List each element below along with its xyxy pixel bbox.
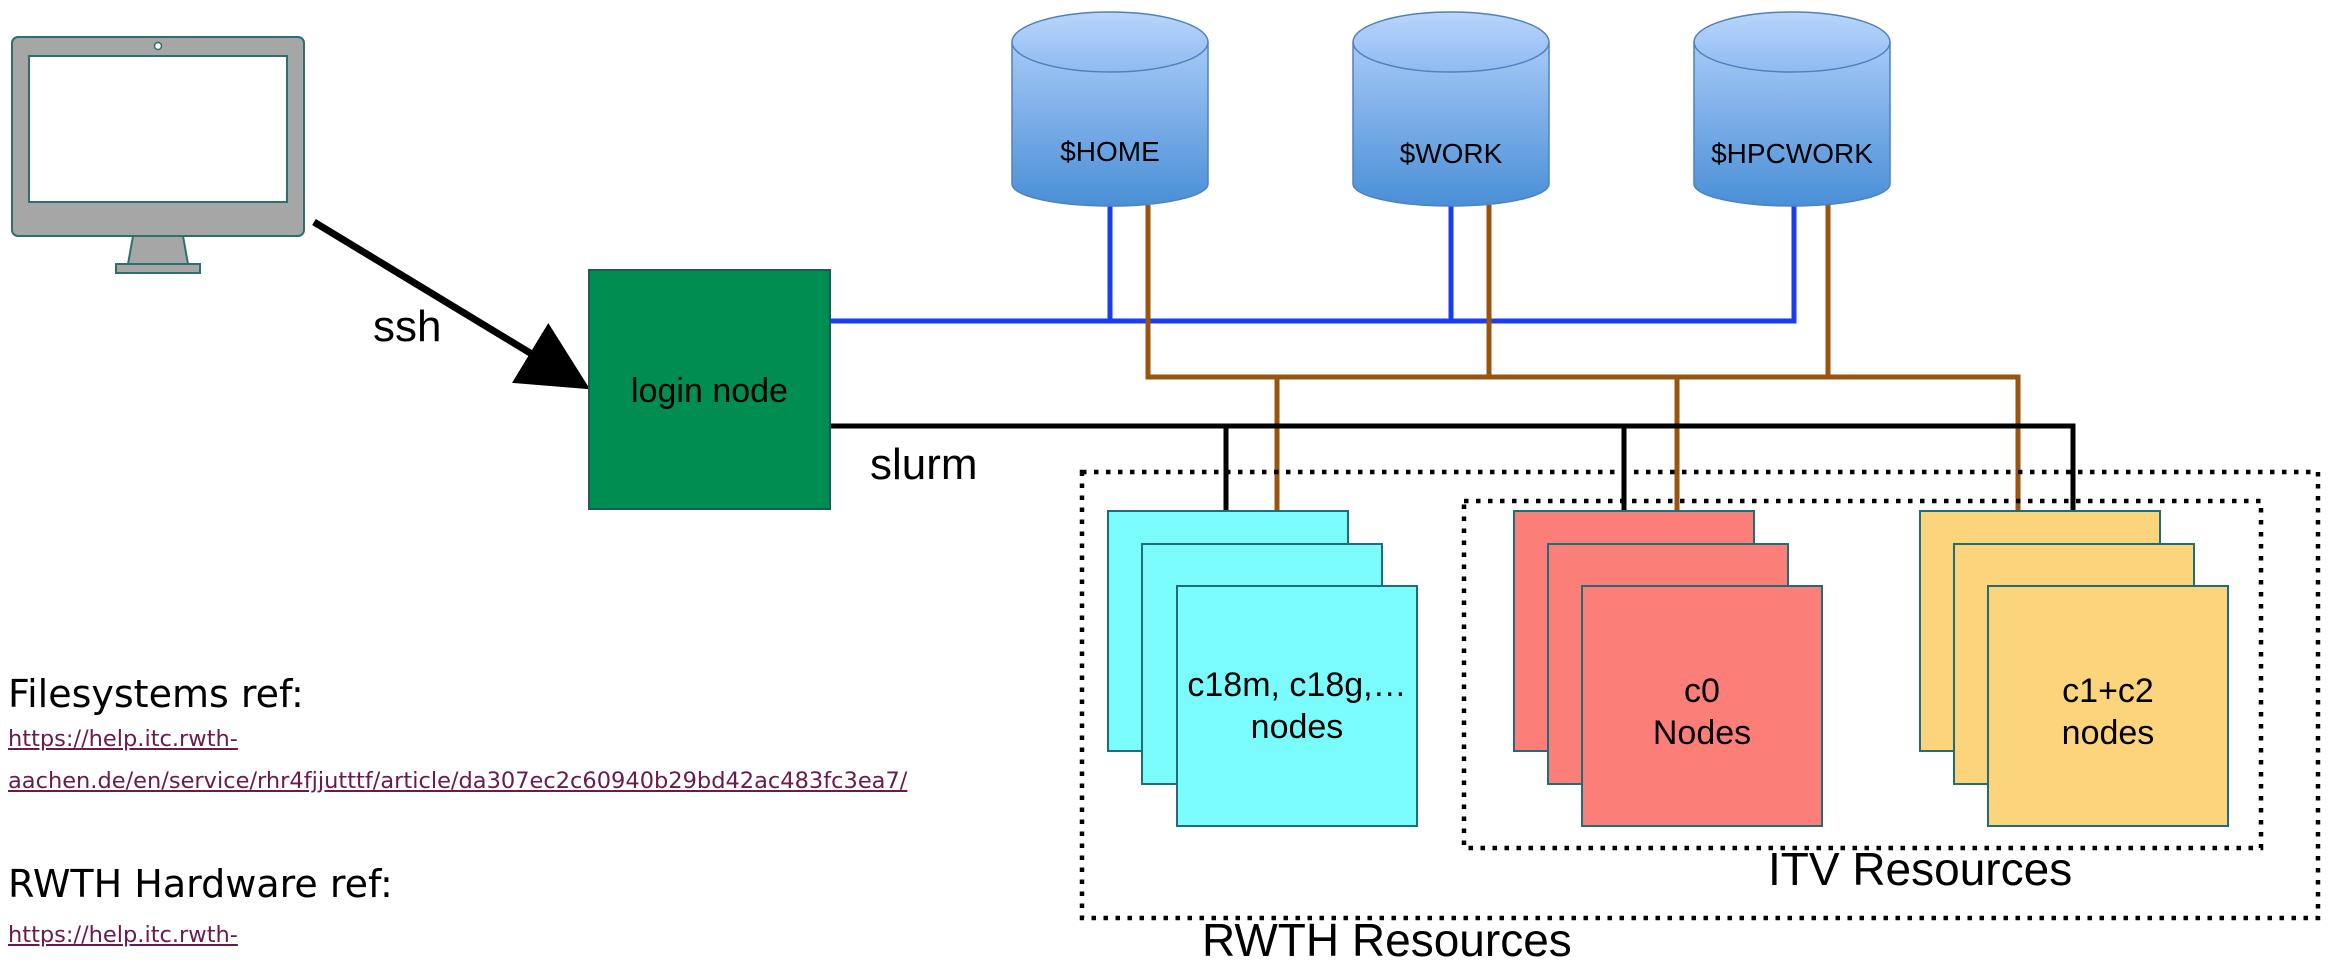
filesystem-work-label: $WORK (1399, 138, 1503, 169)
filesystem-work (1352, 11, 1550, 207)
filesystem-home (1011, 11, 1209, 207)
node-group-c1-c2-label: c1+c2 nodes (1988, 670, 2228, 754)
node-group-c0-kind: Nodes (1652, 714, 1752, 752)
node-group-c18-label: c18m, c18g,… nodes (1177, 664, 1417, 748)
hardware-ref-title: RWTH Hardware ref: (8, 862, 393, 906)
node-group-c18-kind: nodes (1250, 708, 1344, 746)
filesystem-hpcwork-label: $HPCWORK (1711, 138, 1873, 169)
filesystems-ref-link-line2[interactable]: aachen.de/en/service/rhr4fjjutttf/articl… (8, 768, 908, 794)
login-node-label: login node (631, 372, 788, 410)
rwth-resources-label: RWTH Resources (1202, 914, 1572, 966)
slurm-network-links (830, 423, 2076, 511)
filesystem-home-label: $HOME (1060, 136, 1160, 167)
filesystems-ref-link-line1[interactable]: https://help.itc.rwth- (8, 726, 238, 752)
node-stack-c1-c2 (1919, 510, 2229, 827)
node-group-c18-name: c18m, c18g,… (1187, 666, 1407, 704)
compute-network-links (1145, 205, 2021, 511)
slurm-label: slurm (870, 440, 978, 489)
ssh-arrow (312, 219, 590, 390)
hardware-ref-link-line1[interactable]: https://help.itc.rwth- (8, 922, 238, 948)
node-group-c0-label: c0 Nodes (1582, 670, 1822, 754)
itv-resources-region (1461, 498, 2264, 851)
node-stack-c18 (1107, 510, 1418, 827)
login-node-box (588, 269, 831, 510)
computer-monitor-icon (11, 36, 305, 274)
storage-network-links (830, 205, 1797, 324)
node-group-c0-name: c0 (1684, 672, 1720, 710)
node-stack-c0 (1513, 510, 1823, 827)
itv-resources-label: ITV Resources (1768, 843, 2073, 895)
filesystems-ref-title: Filesystems ref: (8, 672, 304, 716)
node-group-c1-c2-kind: nodes (2061, 714, 2155, 752)
filesystem-hpcwork (1693, 11, 1891, 207)
node-group-c1-c2-name: c1+c2 (2062, 672, 2154, 710)
ssh-label: ssh (373, 302, 442, 351)
